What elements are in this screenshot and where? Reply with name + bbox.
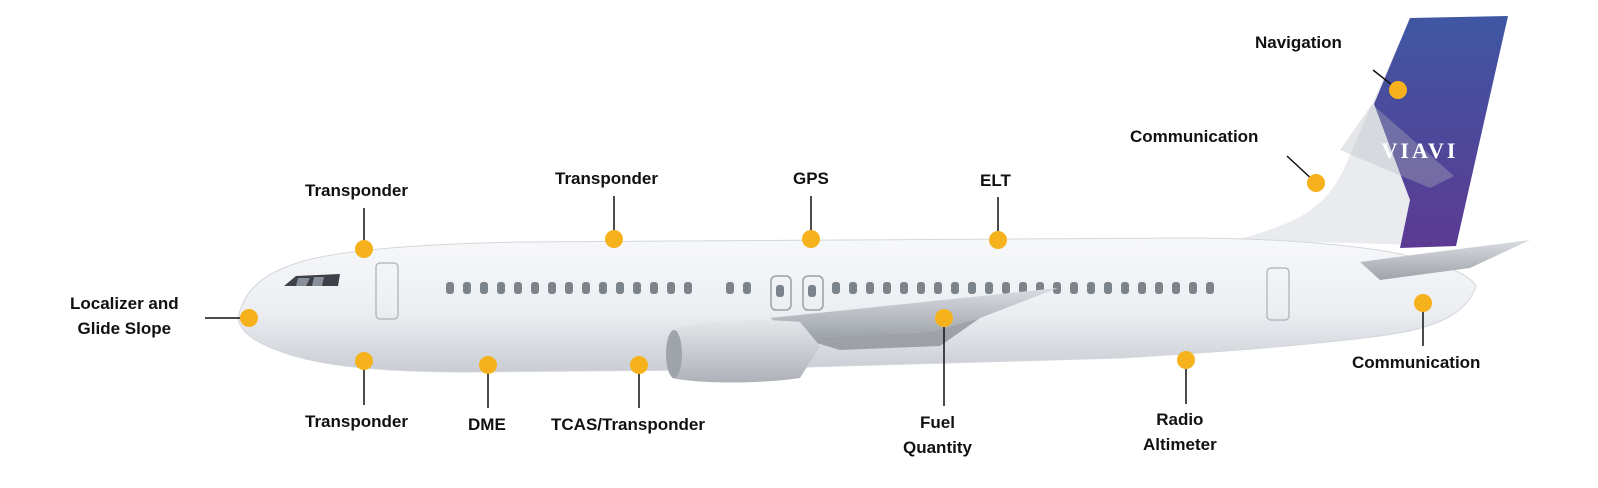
marker-navigation <box>1389 81 1407 99</box>
marker-communication-rear <box>1414 294 1432 312</box>
marker-dme <box>479 356 497 374</box>
marker-communication-tail <box>1307 174 1325 192</box>
horizontal-stabilizer <box>1360 240 1530 280</box>
wing <box>770 288 1058 338</box>
label-elt: ELT <box>980 171 1011 190</box>
passenger-windows <box>446 282 1214 297</box>
label-gps: GPS <box>793 169 829 188</box>
fuselage <box>237 237 1477 373</box>
label-transponder-top-front: Transponder <box>305 181 408 200</box>
label-radio-altimeter: Radio Altimeter <box>1143 407 1217 457</box>
label-tcas: TCAS/Transponder <box>551 415 705 434</box>
marker-localizer <box>240 309 258 327</box>
viavi-logo: VIAVI <box>1382 138 1459 163</box>
label-fuel-line1: Fuel <box>920 413 955 432</box>
label-radio-line2: Altimeter <box>1143 435 1217 454</box>
marker-transponder-top-front <box>355 240 373 258</box>
label-communication-tail: Communication <box>1130 127 1259 146</box>
marker-radio-altimeter <box>1177 351 1195 369</box>
label-communication-rear: Communication <box>1352 353 1481 372</box>
marker-fuel-quantity <box>935 309 953 327</box>
label-transponder-top-mid: Transponder <box>555 169 658 188</box>
label-localizer-line1: Localizer and <box>70 294 179 313</box>
marker-transponder-bottom <box>355 352 373 370</box>
marker-transponder-top-mid <box>605 230 623 248</box>
label-radio-line1: Radio <box>1156 410 1204 429</box>
marker-elt <box>989 231 1007 249</box>
label-fuel-line2: Quantity <box>903 438 972 457</box>
tail-fin <box>1236 16 1508 248</box>
label-localizer-glide-slope: Localizer and Glide Slope <box>70 291 179 341</box>
label-fuel-quantity: Fuel Quantity <box>903 410 972 460</box>
label-dme: DME <box>468 415 506 434</box>
label-localizer-line2: Glide Slope <box>77 319 172 338</box>
engine <box>666 320 820 383</box>
label-navigation: Navigation <box>1255 33 1342 52</box>
label-transponder-bottom: Transponder <box>305 412 408 431</box>
marker-tcas <box>630 356 648 374</box>
marker-gps <box>802 230 820 248</box>
antenna-markers <box>240 81 1432 374</box>
